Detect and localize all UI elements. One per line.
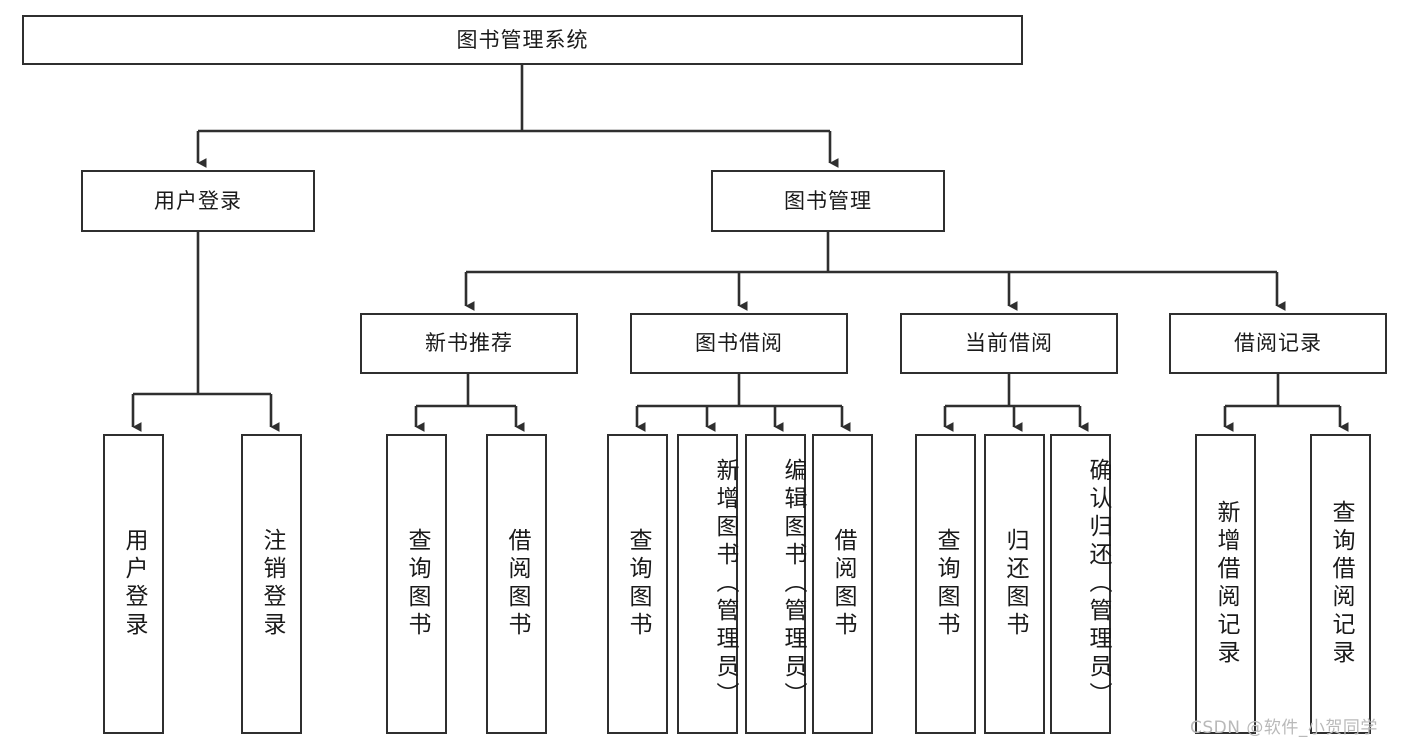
leaf-return-book-label: 归还图书	[1002, 528, 1028, 640]
watermark: CSDN @软件_小贺同学	[1190, 718, 1378, 738]
node-root-label: 图书管理系统	[456, 27, 589, 52]
node-root[interactable]: 图书管理系统	[22, 15, 1023, 65]
leaf-add-book-label: 新增图书（管理员）	[712, 458, 738, 710]
leaf-query-book-2[interactable]: 查询图书	[607, 434, 668, 734]
node-book-management-label: 图书管理	[784, 188, 872, 213]
leaf-confirm-return-label: 确认归还（管理员）	[1085, 458, 1111, 710]
node-current-borrow[interactable]: 当前借阅	[900, 313, 1118, 374]
leaf-borrow-book-1[interactable]: 借阅图书	[486, 434, 547, 734]
leaf-edit-book-label: 编辑图书（管理员）	[780, 458, 806, 710]
leaf-query-book-3-label: 查询图书	[933, 528, 959, 640]
leaf-query-record-label: 查询借阅记录	[1328, 500, 1354, 668]
leaf-user-login-label: 用户登录	[121, 528, 147, 640]
leaf-edit-book[interactable]: 编辑图书（管理员）	[745, 434, 806, 734]
node-book-borrow-label: 图书借阅	[695, 331, 783, 355]
leaf-borrow-book-1-label: 借阅图书	[504, 528, 530, 640]
leaf-logout[interactable]: 注销登录	[241, 434, 302, 734]
node-borrow-record-label: 借阅记录	[1234, 331, 1322, 355]
leaf-query-book-2-label: 查询图书	[625, 528, 651, 640]
leaf-query-record[interactable]: 查询借阅记录	[1310, 434, 1371, 734]
node-user-login-label: 用户登录	[154, 188, 242, 213]
leaf-borrow-book-2-label: 借阅图书	[830, 528, 856, 640]
node-new-book-recommend-label: 新书推荐	[425, 331, 513, 355]
leaf-query-book-3[interactable]: 查询图书	[915, 434, 976, 734]
node-book-management[interactable]: 图书管理	[711, 170, 945, 232]
node-book-borrow[interactable]: 图书借阅	[630, 313, 848, 374]
node-borrow-record[interactable]: 借阅记录	[1169, 313, 1387, 374]
leaf-add-record-label: 新增借阅记录	[1213, 500, 1239, 668]
leaf-user-login[interactable]: 用户登录	[103, 434, 164, 734]
leaf-return-book[interactable]: 归还图书	[984, 434, 1045, 734]
leaf-logout-label: 注销登录	[259, 528, 285, 640]
leaf-borrow-book-2[interactable]: 借阅图书	[812, 434, 873, 734]
node-user-login[interactable]: 用户登录	[81, 170, 315, 232]
leaf-query-book-1[interactable]: 查询图书	[386, 434, 447, 734]
leaf-add-book[interactable]: 新增图书（管理员）	[677, 434, 738, 734]
node-new-book-recommend[interactable]: 新书推荐	[360, 313, 578, 374]
leaf-confirm-return[interactable]: 确认归还（管理员）	[1050, 434, 1111, 734]
node-current-borrow-label: 当前借阅	[965, 331, 1053, 355]
leaf-add-record[interactable]: 新增借阅记录	[1195, 434, 1256, 734]
leaf-query-book-1-label: 查询图书	[404, 528, 430, 640]
